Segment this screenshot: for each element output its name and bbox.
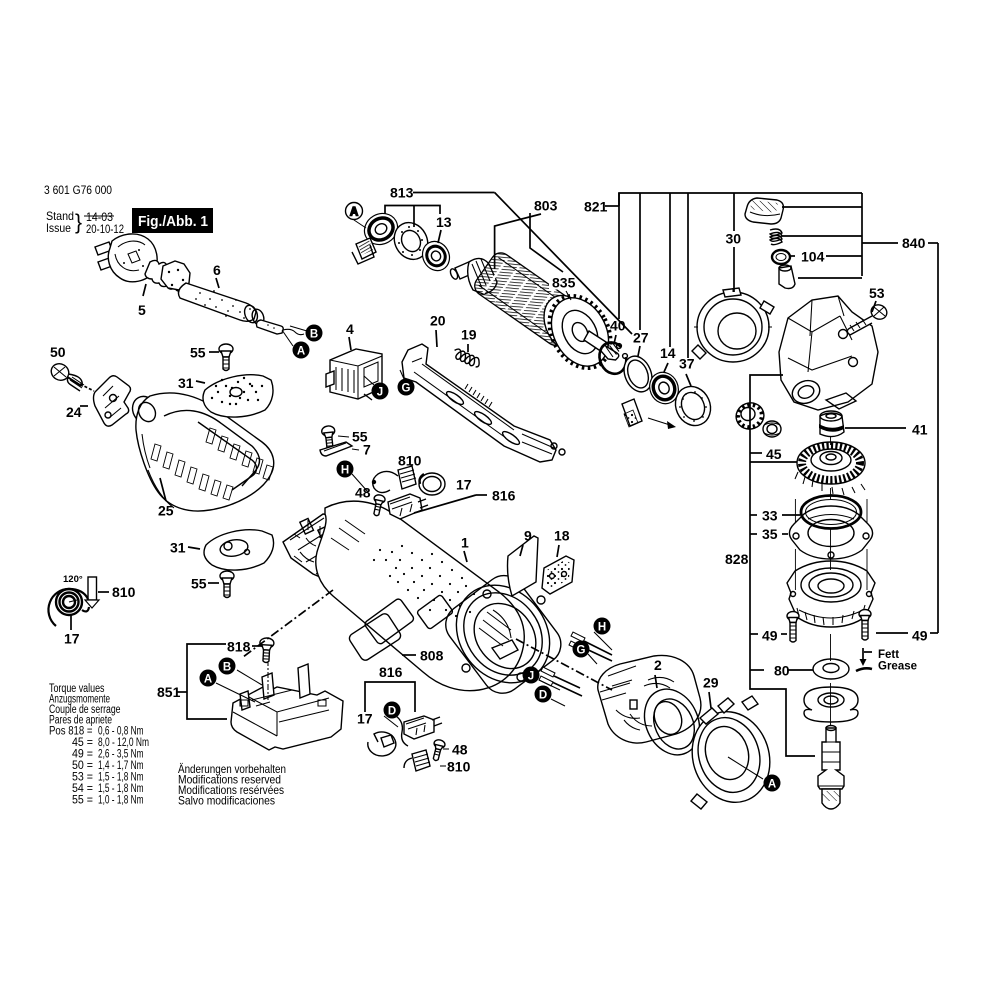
svg-text:840: 840 [902, 235, 926, 251]
svg-text:54 =: 54 = [72, 783, 93, 795]
svg-text:104: 104 [801, 249, 825, 265]
svg-text:A: A [768, 779, 776, 791]
svg-text:A: A [350, 207, 358, 219]
svg-text:A: A [297, 346, 305, 358]
svg-text:835: 835 [552, 275, 576, 291]
svg-text:120°: 120° [63, 574, 83, 585]
svg-text:17: 17 [456, 477, 472, 493]
svg-text:J: J [528, 671, 534, 683]
svg-text:816: 816 [492, 488, 516, 504]
svg-text:Stand: Stand [46, 209, 74, 223]
svg-text:3 601 G76 000: 3 601 G76 000 [44, 183, 112, 197]
svg-text:810: 810 [112, 584, 136, 600]
svg-text:45: 45 [766, 446, 782, 462]
svg-text:33: 33 [762, 508, 778, 524]
svg-text:1: 1 [461, 535, 469, 551]
svg-text:Issue: Issue [46, 221, 71, 235]
svg-text:810: 810 [398, 453, 422, 469]
svg-text:18: 18 [554, 528, 570, 544]
svg-text:17: 17 [64, 631, 80, 647]
svg-text:20-10-12: 20-10-12 [86, 222, 124, 236]
svg-text:808: 808 [420, 648, 444, 664]
svg-text:6: 6 [213, 262, 221, 278]
svg-text:53 =: 53 = [72, 772, 93, 784]
svg-text:A: A [204, 674, 212, 686]
svg-text:49 =: 49 = [72, 749, 93, 761]
svg-text:Grease: Grease [878, 661, 917, 673]
svg-text:818: 818 [227, 639, 251, 655]
svg-text:Salvo modificaciones: Salvo modificaciones [178, 794, 275, 808]
svg-text:14: 14 [660, 345, 676, 361]
svg-text:Änderungen vorbehalten: Änderungen vorbehalten [178, 762, 286, 776]
svg-text:G: G [577, 645, 586, 657]
svg-text:}: } [75, 211, 82, 234]
svg-text:Fig./Abb. 1: Fig./Abb. 1 [138, 214, 208, 230]
svg-text:31: 31 [178, 375, 194, 391]
svg-text:37: 37 [679, 356, 695, 372]
svg-text:803: 803 [534, 198, 558, 214]
svg-text:80: 80 [774, 663, 790, 679]
svg-text:H: H [598, 622, 606, 634]
svg-text:851: 851 [157, 684, 181, 700]
svg-text:Fett: Fett [878, 649, 899, 661]
svg-text:49: 49 [912, 628, 928, 644]
svg-text:1,5 - 1,8 Nm: 1,5 - 1,8 Nm [98, 772, 144, 784]
svg-text:Modifications reserved: Modifications reserved [178, 773, 281, 787]
svg-text:29: 29 [703, 675, 719, 691]
svg-text:0,6 - 0,8 Nm: 0,6 - 0,8 Nm [98, 726, 144, 738]
svg-text:19: 19 [461, 327, 477, 343]
svg-text:50: 50 [50, 344, 66, 360]
svg-text:55: 55 [190, 345, 206, 361]
svg-text:17: 17 [357, 711, 373, 727]
svg-text:H: H [341, 465, 349, 477]
svg-text:40: 40 [610, 318, 626, 334]
svg-text:31: 31 [170, 540, 186, 556]
svg-text:Pos 818 =: Pos 818 = [49, 726, 93, 738]
svg-text:2,6 - 3,5 Nm: 2,6 - 3,5 Nm [98, 749, 144, 761]
svg-text:14-03: 14-03 [86, 210, 113, 224]
svg-text:45 =: 45 = [72, 737, 93, 749]
svg-text:55: 55 [191, 576, 207, 592]
svg-text:Couple de serrage: Couple de serrage [49, 704, 121, 716]
svg-text:25: 25 [158, 503, 174, 519]
svg-text:810: 810 [447, 759, 471, 775]
svg-text:50 =: 50 = [72, 760, 93, 772]
svg-text:Pares de apriete: Pares de apriete [49, 715, 112, 727]
svg-text:2: 2 [654, 657, 662, 673]
svg-text:55: 55 [352, 429, 368, 445]
svg-text:20: 20 [430, 313, 446, 329]
svg-text:24: 24 [66, 404, 82, 420]
svg-text:B: B [223, 662, 231, 674]
svg-text:1,0 - 1,8 Nm: 1,0 - 1,8 Nm [98, 795, 144, 807]
svg-text:816: 816 [379, 664, 403, 680]
svg-text:48: 48 [452, 742, 468, 758]
svg-text:48: 48 [355, 485, 371, 501]
svg-text:Modifications resérvées: Modifications resérvées [178, 783, 284, 797]
svg-text:30: 30 [726, 231, 742, 247]
svg-text:1,4 - 1,7 Nm: 1,4 - 1,7 Nm [98, 760, 144, 772]
svg-text:821: 821 [584, 199, 608, 215]
svg-text:9: 9 [524, 528, 532, 544]
svg-text:7: 7 [363, 442, 371, 458]
svg-text:G: G [402, 383, 411, 395]
svg-text:Anzugsmomente: Anzugsmomente [49, 694, 110, 706]
svg-text:828: 828 [725, 551, 749, 567]
svg-text:4: 4 [346, 321, 354, 337]
svg-text:D: D [388, 706, 396, 718]
svg-text:D: D [539, 690, 547, 702]
svg-text:13: 13 [436, 214, 452, 230]
svg-text:8,0 - 12,0 Nm: 8,0 - 12,0 Nm [98, 737, 149, 749]
svg-text:55 =: 55 = [72, 795, 93, 807]
svg-text:B: B [310, 329, 318, 341]
svg-text:5: 5 [138, 302, 146, 318]
svg-text:53: 53 [869, 285, 885, 301]
svg-text:49: 49 [762, 628, 778, 644]
svg-text:41: 41 [912, 422, 928, 438]
svg-text:813: 813 [390, 185, 414, 201]
svg-text:Torque values: Torque values [49, 683, 105, 695]
svg-text:J: J [377, 387, 383, 399]
svg-text:1,5 - 1,8 Nm: 1,5 - 1,8 Nm [98, 783, 144, 795]
svg-text:27: 27 [633, 330, 649, 346]
svg-text:35: 35 [762, 526, 778, 542]
